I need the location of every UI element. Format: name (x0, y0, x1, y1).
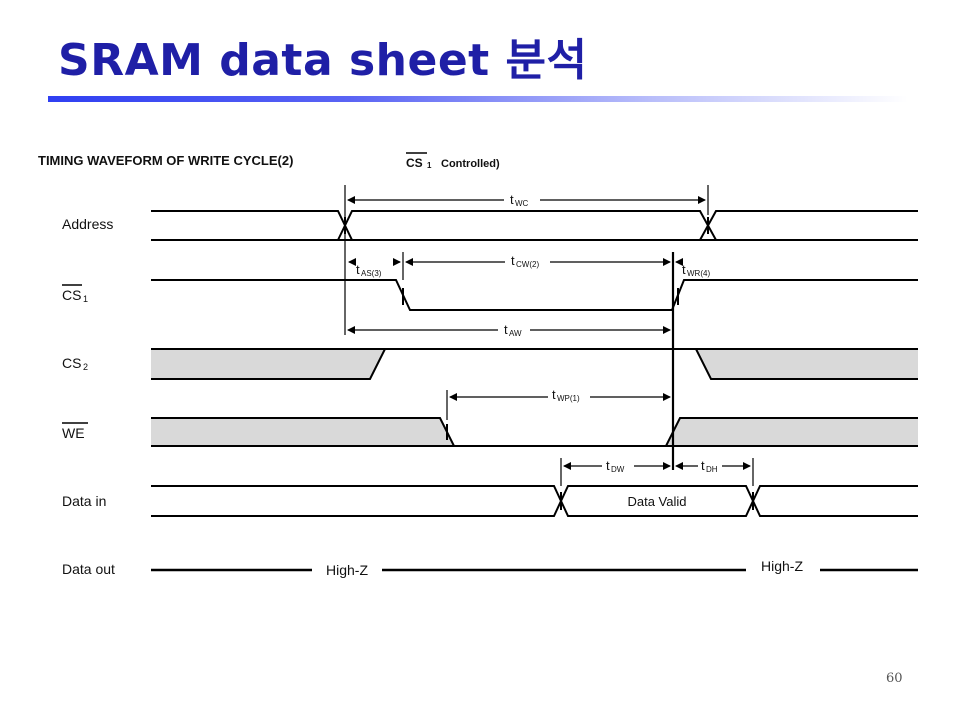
twc-subscript: WC (515, 199, 529, 208)
signal-label-cs1: CS (62, 287, 81, 303)
waveform-data-in (151, 485, 918, 517)
title-underline-bar (48, 96, 908, 102)
tcw-subscript: CW(2) (516, 260, 539, 269)
signal-label-cs2: CS (62, 355, 81, 371)
taw-subscript: AW (509, 329, 522, 338)
signal-label-data-out: Data out (62, 561, 115, 577)
twr-label: t (682, 262, 686, 277)
reference-lines (344, 185, 754, 486)
high-z-left-label: High-Z (326, 562, 368, 578)
signal-label-address: Address (62, 216, 113, 232)
waveform-cs1 (151, 279, 918, 311)
twc-label: t (510, 192, 514, 207)
tcw-label: t (511, 253, 515, 268)
signal-labels: Address CS 1 CS 2 WE Data in Data out (62, 216, 115, 577)
waveform-address (151, 210, 918, 241)
tas-subscript: AS(3) (361, 269, 382, 278)
heading-cs-label: CS (406, 156, 423, 170)
signal-label-data-in: Data in (62, 493, 106, 509)
tdw-subscript: DW (611, 465, 625, 474)
waveform-cs2 (151, 348, 918, 380)
heading-cs-subscript: 1 (427, 161, 432, 170)
page-number: 60 (886, 671, 903, 686)
signal-label-we: WE (62, 425, 85, 441)
tdh-subscript: DH (706, 465, 718, 474)
diagram-heading: TIMING WAVEFORM OF WRITE CYCLE(2) CS 1 C… (38, 152, 500, 170)
timing-arrows (347, 196, 751, 470)
twr-subscript: WR(4) (687, 269, 710, 278)
diagram-heading-text: TIMING WAVEFORM OF WRITE CYCLE(2) (38, 153, 293, 168)
twp-label: t (552, 387, 556, 402)
tas-label: t (356, 262, 360, 277)
tdh-label: t (701, 458, 705, 473)
twp-subscript: WP(1) (557, 394, 580, 403)
high-z-right-label: High-Z (761, 558, 803, 574)
tdw-label: t (606, 458, 610, 473)
slide-title: SRAM data sheet 분석 (58, 35, 588, 86)
signal-label-cs1-subscript: 1 (83, 294, 88, 304)
timing-waveform-diagram: TIMING WAVEFORM OF WRITE CYCLE(2) CS 1 C… (38, 152, 918, 578)
taw-label: t (504, 322, 508, 337)
timing-labels: t WC t AS(3) t CW(2) t WR(4) t AW t WP(1… (356, 192, 718, 474)
data-valid-label: Data Valid (627, 494, 686, 509)
signal-label-cs2-subscript: 2 (83, 362, 88, 372)
waveform-we (151, 417, 918, 447)
heading-controlled-text: Controlled) (441, 158, 500, 170)
